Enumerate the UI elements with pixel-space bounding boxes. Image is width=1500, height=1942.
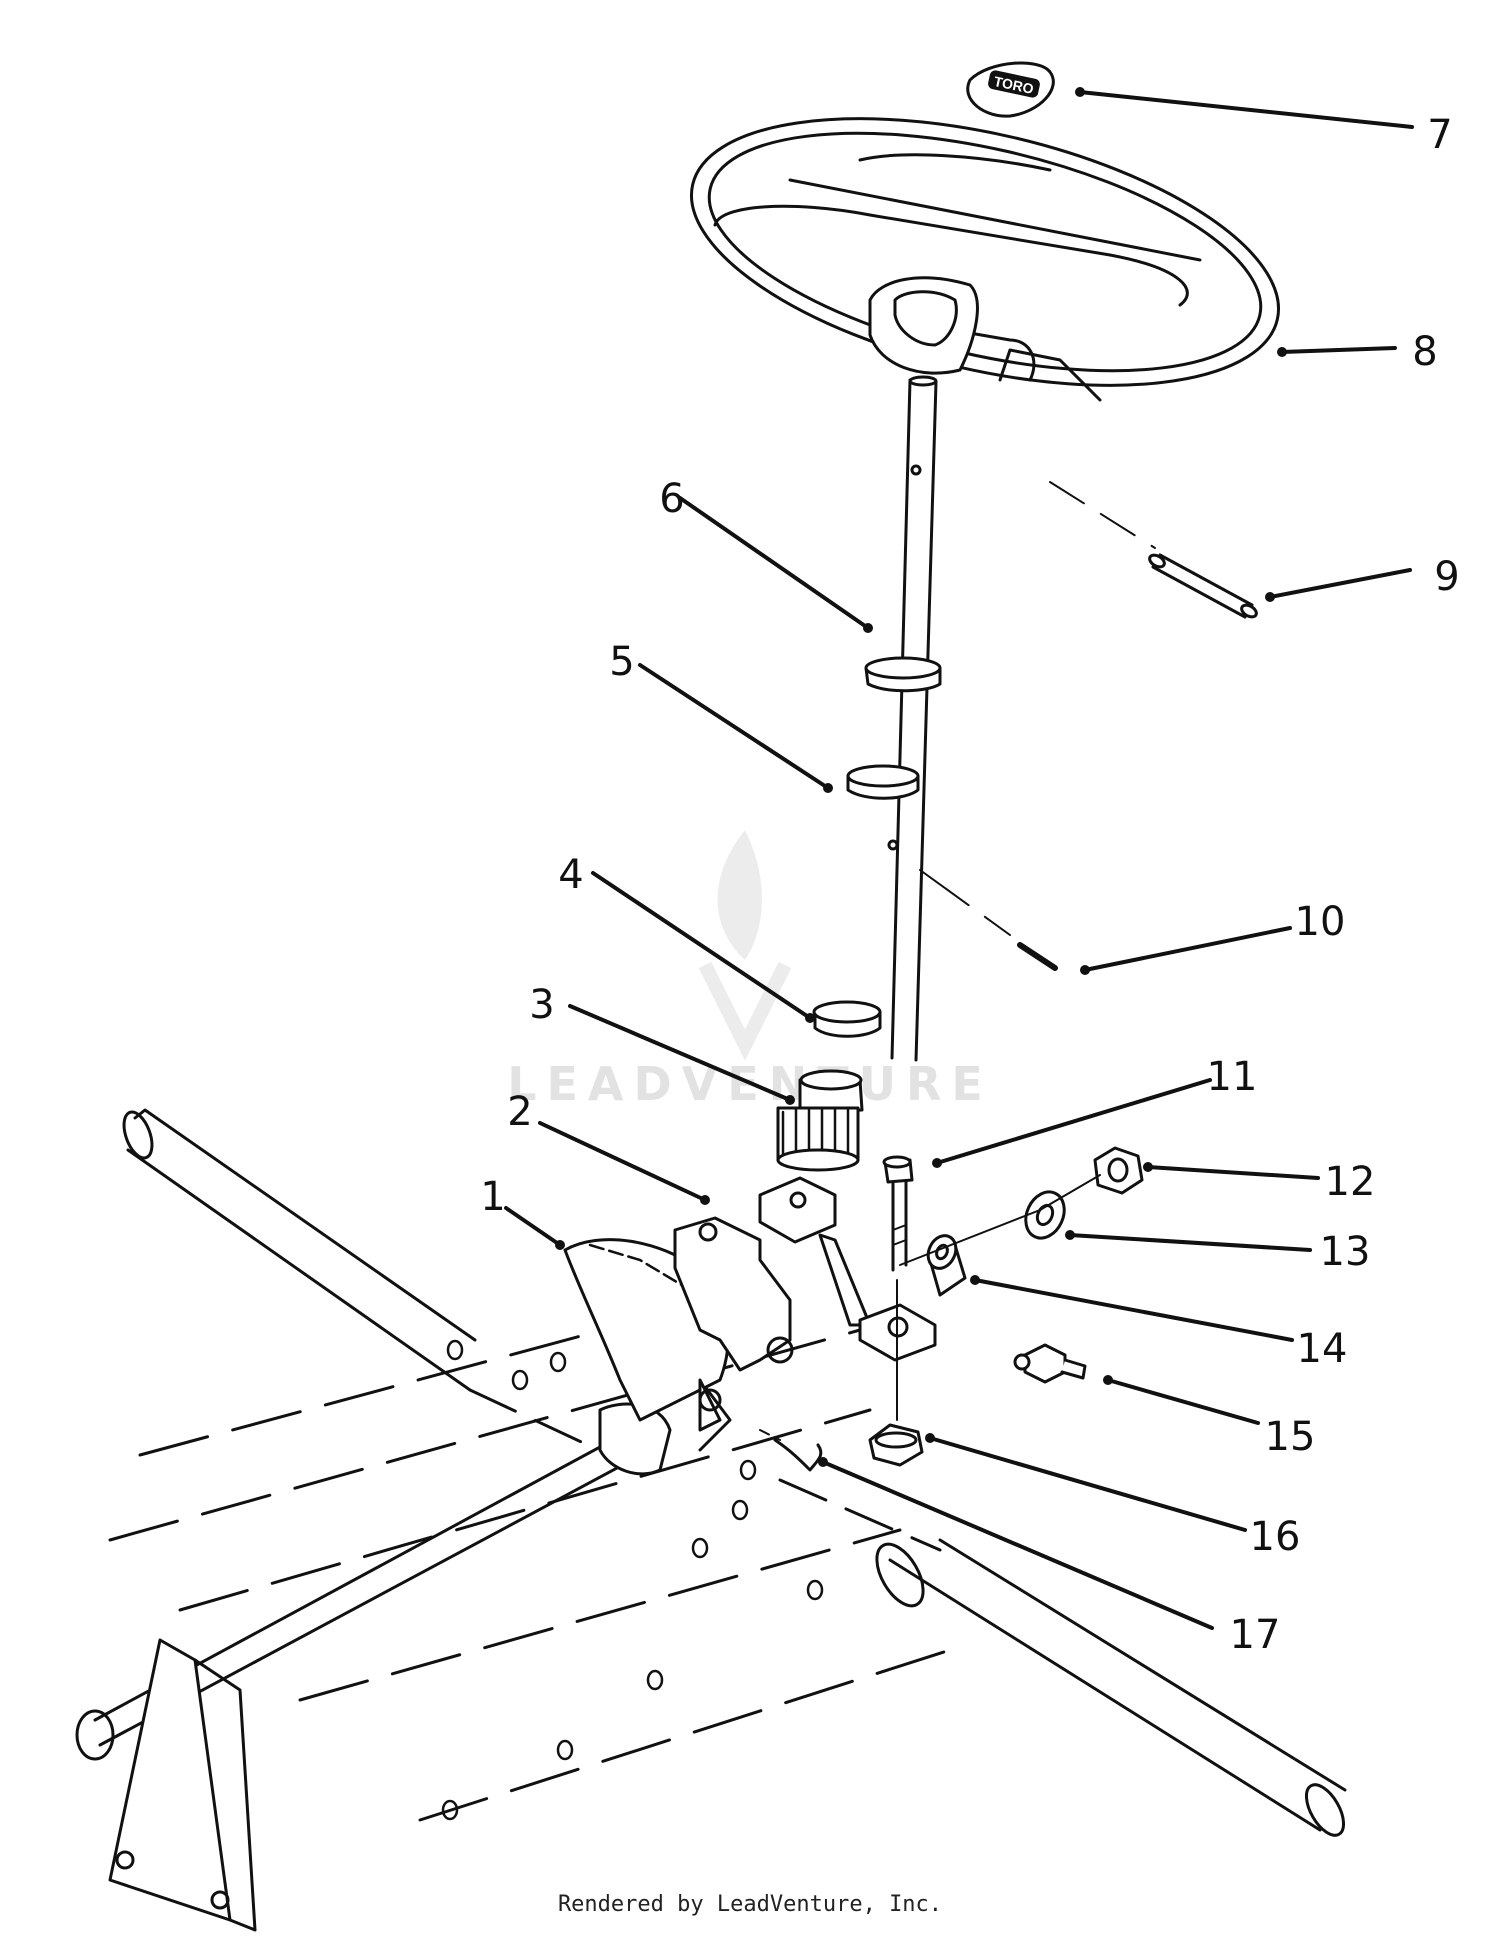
part-17-hairpin-clip — [773, 1438, 823, 1472]
callout-3: 3 — [529, 982, 554, 1028]
callout-16: 16 — [1250, 1514, 1301, 1560]
part-4-lower-bushing — [812, 1000, 882, 1038]
callout-15: 15 — [1265, 1414, 1316, 1460]
callout-7: 7 — [1427, 112, 1452, 158]
part-7-wheel-cap: TORO — [966, 61, 1055, 118]
tie-rod-assembly — [75, 1378, 732, 1932]
part-8-steering-wheel — [689, 117, 1281, 402]
part-6-upper-bushing — [864, 656, 942, 693]
part-5-bushing — [846, 764, 920, 800]
callout-1: 1 — [480, 1174, 505, 1220]
callout-2: 2 — [507, 1089, 532, 1135]
frame-rails — [108, 1108, 1347, 1837]
frame-holes — [441, 1339, 824, 1821]
part-3-pinion-gear — [776, 1069, 864, 1172]
watermark-text: LEADVENTURE — [507, 1057, 993, 1111]
callout-13: 13 — [1320, 1229, 1371, 1275]
callout-11: 11 — [1207, 1054, 1258, 1100]
callout-4: 4 — [558, 852, 583, 898]
callout-8: 8 — [1412, 329, 1437, 375]
callout-14: 14 — [1297, 1326, 1348, 1372]
callout-17: 17 — [1230, 1612, 1281, 1658]
callout-6: 6 — [659, 476, 684, 522]
assembly-lines — [759, 481, 1156, 1441]
callout-5: 5 — [609, 639, 634, 685]
part-14-spacer — [926, 1234, 967, 1297]
callout-12: 12 — [1325, 1159, 1376, 1205]
part-12-hex-nut — [1093, 1146, 1144, 1195]
render-credit: Rendered by LeadVenture, Inc. — [557, 1892, 943, 1917]
part-15-grease-fitting — [1013, 1343, 1087, 1384]
callout-labels: 1 2 3 4 5 6 7 8 9 10 11 12 13 14 15 16 1… — [480, 112, 1459, 1658]
part-11-bolt — [882, 1155, 914, 1272]
leader-dots — [555, 87, 1287, 1467]
watermark: LEADVENTURE — [507, 830, 993, 1111]
part-10-roll-pin — [1017, 942, 1058, 971]
leader-lines — [504, 90, 1414, 1630]
part-16-nut — [868, 1423, 924, 1467]
steering-shaft — [887, 375, 938, 1062]
part-9-roll-pin — [1148, 553, 1258, 619]
part-13-washer — [1024, 1190, 1066, 1240]
callout-9: 9 — [1434, 554, 1459, 600]
callout-10: 10 — [1295, 899, 1346, 945]
